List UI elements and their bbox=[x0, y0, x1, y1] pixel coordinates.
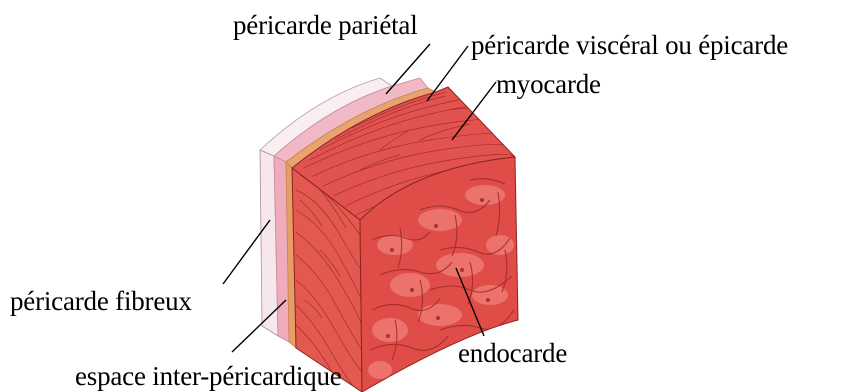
label-pericarde-parietal: péricarde pariétal bbox=[233, 12, 418, 39]
label-espace-inter-pericardique: espace inter-péricardique bbox=[75, 363, 342, 390]
label-endocarde: endocarde bbox=[458, 340, 567, 367]
label-myocarde: myocarde bbox=[496, 71, 601, 98]
label-pericarde-visceral: péricarde viscéral ou épicarde bbox=[471, 32, 788, 59]
label-pericarde-fibreux: péricarde fibreux bbox=[10, 288, 192, 315]
